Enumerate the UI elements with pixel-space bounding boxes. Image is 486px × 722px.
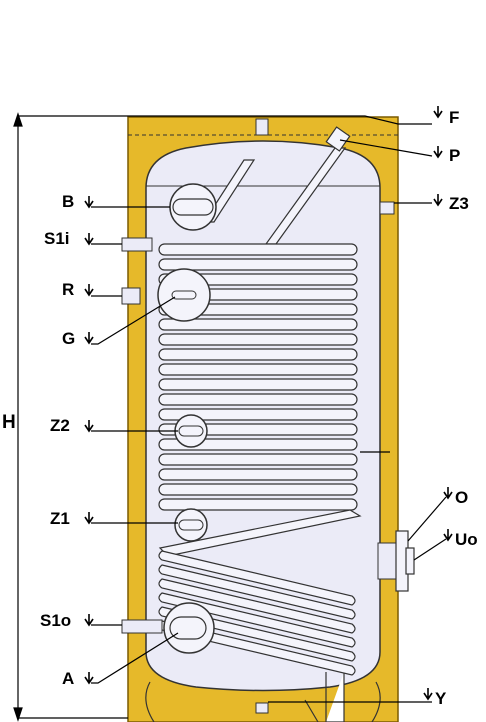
- upper-coil: [158, 243, 358, 511]
- label-r: R: [62, 280, 74, 299]
- dimension-h: [13, 112, 128, 722]
- label-uo: Uo: [455, 530, 478, 549]
- label-h: H: [2, 412, 16, 433]
- tank-feet: [145, 681, 381, 722]
- label-a: A: [62, 669, 74, 688]
- label-f: F: [449, 108, 459, 127]
- port-circle-a: [163, 602, 215, 654]
- label-s1i: S1i: [44, 229, 70, 248]
- port-s1o: [121, 619, 163, 634]
- down-arrow-marker-icon: [84, 106, 453, 701]
- label-p: P: [449, 146, 460, 165]
- port-s1i: [121, 237, 153, 252]
- port-circle-g: [157, 268, 211, 322]
- port-circle-b: [169, 183, 217, 231]
- label-o: O: [455, 488, 468, 507]
- tank-feet-inner: [304, 672, 345, 722]
- label-g: G: [62, 329, 75, 348]
- label-s1o: S1o: [40, 611, 71, 630]
- label-b: B: [62, 192, 74, 211]
- flange-plate: [377, 542, 399, 580]
- flange-uo: [405, 547, 415, 575]
- port-f: [255, 118, 269, 136]
- label-y: Y: [435, 689, 447, 708]
- port-circle-z1: [174, 508, 208, 542]
- port-bottom: [255, 702, 269, 714]
- label-z3: Z3: [449, 194, 469, 213]
- label-z1: Z1: [50, 509, 70, 528]
- label-z2: Z2: [50, 416, 70, 435]
- port-z3: [379, 201, 395, 215]
- port-circle-z2: [174, 414, 208, 448]
- leader-lines: [91, 115, 447, 703]
- port-r: [121, 287, 141, 305]
- sensor-cap-p: [325, 126, 351, 152]
